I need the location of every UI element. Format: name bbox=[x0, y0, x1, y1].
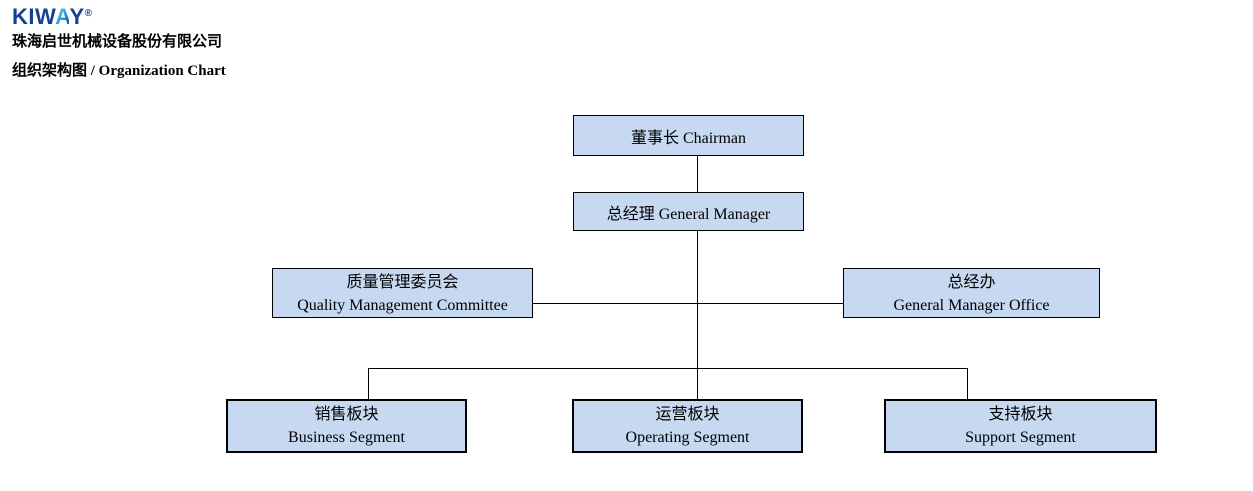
connector-drop-business bbox=[368, 368, 369, 399]
org-node-label-zh: 质量管理委员会 bbox=[346, 274, 459, 291]
org-node-label-zh: 销售板块 bbox=[314, 406, 379, 423]
org-node-quality-management-committee: 质量管理委员会 Quality Management Committee bbox=[272, 268, 533, 318]
org-node-chairman: 董事长 Chairman bbox=[573, 115, 804, 156]
org-node-label-en: General Manager Office bbox=[893, 297, 1050, 314]
registered-trademark-icon: ® bbox=[84, 8, 92, 19]
org-node-label-en: Business Segment bbox=[288, 429, 405, 446]
org-node-general-manager: 总经理 General Manager bbox=[573, 192, 804, 231]
org-node-operating-segment: 运营板块 Operating Segment bbox=[572, 399, 803, 453]
logo-text-kiw: KIW bbox=[12, 4, 56, 29]
connector-segments-bar bbox=[368, 368, 968, 369]
org-node-label: 董事长 Chairman bbox=[630, 129, 747, 147]
kiway-logo: KIWAY® bbox=[12, 2, 92, 29]
logo-text-y: Y bbox=[69, 4, 85, 29]
org-node-label-zh: 总经办 bbox=[947, 274, 996, 291]
logo-text-a: A bbox=[55, 4, 70, 29]
connector-staff-horizontal bbox=[533, 303, 843, 304]
org-node-label-zh: 支持板块 bbox=[988, 406, 1053, 423]
org-node-label-zh: 运营板块 bbox=[655, 406, 720, 423]
org-node-label-en: Operating Segment bbox=[625, 429, 750, 446]
connector-gm-trunk bbox=[697, 231, 698, 399]
company-name: 珠海启世机械设备股份有限公司 bbox=[12, 34, 223, 50]
org-node-general-manager-office: 总经办 General Manager Office bbox=[843, 268, 1100, 318]
org-node-label: 总经理 General Manager bbox=[606, 205, 771, 223]
org-node-business-segment: 销售板块 Business Segment bbox=[226, 399, 467, 453]
org-node-support-segment: 支持板块 Support Segment bbox=[884, 399, 1157, 453]
org-node-label-en: Support Segment bbox=[965, 429, 1076, 446]
connector-chairman-to-gm bbox=[697, 156, 698, 192]
org-node-label-en: Quality Management Committee bbox=[297, 297, 508, 314]
connector-drop-support bbox=[967, 368, 968, 399]
page-title: 组织架构图 / Organization Chart bbox=[12, 63, 226, 79]
